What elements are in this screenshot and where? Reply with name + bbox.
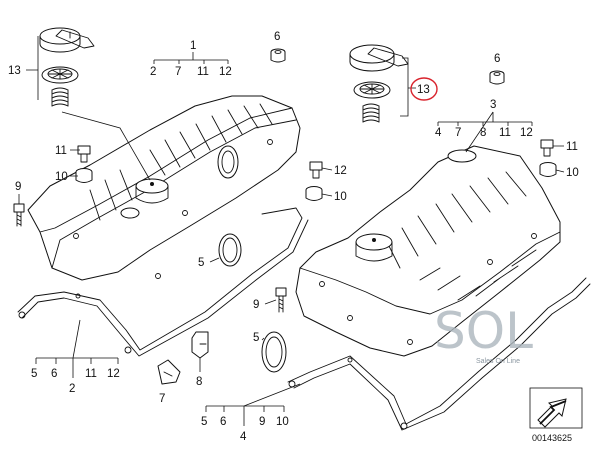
callout-12-mid: 12 [334, 165, 347, 177]
callout-3-sub-7: 7 [455, 127, 461, 139]
callout-2: 2 [69, 383, 75, 395]
callout-4: 4 [240, 431, 247, 443]
highlight-ring [410, 77, 438, 101]
callout-2-sub-11: 11 [85, 368, 97, 380]
callout-6-right: 6 [494, 53, 500, 65]
bracket-8 [191, 331, 209, 359]
valve-cover-left [27, 95, 301, 281]
gasket-left [17, 207, 309, 357]
callout-5-upper: 5 [198, 257, 204, 269]
callout-2-sub-6: 6 [51, 368, 57, 380]
callout-4-sub-6: 6 [220, 416, 226, 428]
callout-6-top: 6 [274, 31, 280, 43]
callout-11-left: 11 [55, 145, 67, 157]
catalog-number: 00143625 [532, 433, 572, 443]
filler-seal-right [353, 81, 391, 99]
callout-labels: 13 1 2 7 11 12 6 13 6 3 4 7 8 11 12 11 1… [8, 31, 579, 443]
callout-5-lower: 5 [253, 332, 259, 344]
seal-ring-5-lower [261, 331, 287, 373]
gasket-right [287, 277, 591, 431]
callout-2-sub-12: 12 [107, 368, 120, 380]
watermark-brand: SOL [434, 302, 533, 360]
grommet-10-right [539, 162, 557, 177]
callout-4-sub-5: 5 [201, 416, 207, 428]
callout-10-right: 10 [566, 167, 579, 179]
valve-cover-right [295, 145, 561, 357]
catalog-arrow-shadow-icon [539, 400, 567, 425]
bolt-11-left [77, 145, 91, 163]
filler-cap-right [349, 44, 409, 72]
callout-1: 1 [190, 40, 196, 52]
callout-1-sub-2: 2 [150, 66, 156, 78]
callout-3-sub-8: 8 [480, 127, 486, 139]
callout-3-sub-11: 11 [499, 127, 511, 139]
callout-10-mid: 10 [334, 191, 347, 203]
callout-13-right: 13 [417, 84, 430, 96]
seal-ring-5-upper [218, 233, 242, 267]
callout-2-sub-5: 5 [31, 368, 37, 380]
watermark-tagline: Sales On Line [476, 358, 520, 365]
callout-1-sub-12: 12 [219, 66, 232, 78]
callout-3: 3 [490, 99, 496, 111]
callout-1-sub-7: 7 [175, 66, 181, 78]
grommet-10-mid [305, 186, 323, 201]
bolt-11-right [540, 139, 554, 157]
callout-11-right: 11 [566, 141, 578, 153]
callout-9-left: 9 [15, 181, 21, 193]
callout-1-sub-11: 11 [197, 66, 209, 78]
filler-spring-left [51, 87, 69, 107]
grommet-top [270, 48, 286, 63]
clip-7 [157, 359, 181, 385]
sol-watermark: SOL Sales On Line [434, 302, 533, 365]
callout-10-left: 10 [55, 171, 68, 183]
callout-7: 7 [159, 393, 165, 405]
leader-lines [18, 36, 565, 426]
callout-4-sub-10: 10 [276, 416, 289, 428]
filler-seal-left [41, 66, 79, 84]
grommet-10-left [75, 168, 93, 183]
stud-9-mid [275, 287, 287, 313]
filler-spring-right [362, 103, 380, 123]
callout-8: 8 [196, 376, 202, 388]
grommet-right [489, 70, 505, 85]
callout-9-mid: 9 [253, 299, 259, 311]
callout-3-sub-4: 4 [435, 127, 442, 139]
catalog-stamp: 00143625 [529, 387, 583, 443]
callout-4-sub-9: 9 [259, 416, 265, 428]
stud-9-left [13, 203, 25, 227]
callout-3-sub-12: 12 [520, 127, 533, 139]
callout-13-left: 13 [8, 65, 21, 77]
filler-cap-left [39, 27, 95, 53]
bolt-12-mid [309, 161, 323, 179]
